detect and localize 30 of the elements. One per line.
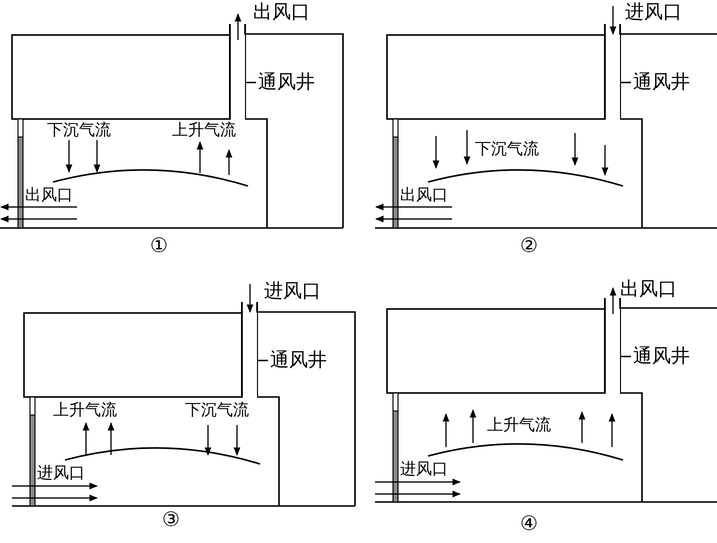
airflow-label: 上升气流 bbox=[53, 403, 117, 419]
shaft-label: 通风井 bbox=[633, 347, 690, 366]
airflow-label: 上升气流 bbox=[172, 123, 236, 139]
leader-line bbox=[620, 82, 631, 84]
vent-label: 进风口 bbox=[400, 462, 448, 478]
panel-number: ④ bbox=[520, 514, 538, 534]
vent-label: 进风口 bbox=[264, 282, 321, 301]
airflow-label: 下沉气流 bbox=[47, 123, 111, 139]
ventilation-shaft bbox=[604, 24, 621, 119]
panel-number: ① bbox=[150, 236, 168, 256]
ventilation-shaft bbox=[604, 298, 621, 393]
shaft-label: 通风井 bbox=[258, 73, 315, 92]
airflow-label: 上升气流 bbox=[487, 418, 551, 434]
ventilation-shaft bbox=[241, 302, 258, 397]
vent-label: 出风口 bbox=[25, 188, 73, 204]
vent-label: 进风口 bbox=[625, 3, 682, 22]
leader-line bbox=[246, 82, 256, 84]
leader-line bbox=[620, 356, 631, 358]
airflow-label: 下沉气流 bbox=[185, 403, 249, 419]
panel-number: ③ bbox=[162, 510, 180, 530]
vent-label: 出风口 bbox=[400, 188, 448, 204]
vent-label: 进风口 bbox=[37, 466, 85, 482]
vent-label: 出风口 bbox=[253, 3, 310, 22]
ventilation-shaft bbox=[229, 24, 246, 119]
shaft-label: 通风井 bbox=[633, 73, 690, 92]
leader-line bbox=[258, 360, 268, 362]
panel-number: ② bbox=[520, 236, 538, 256]
shaft-label: 通风井 bbox=[270, 351, 327, 370]
vent-label: 出风口 bbox=[620, 280, 677, 299]
airflow-label: 下沉气流 bbox=[475, 142, 539, 158]
